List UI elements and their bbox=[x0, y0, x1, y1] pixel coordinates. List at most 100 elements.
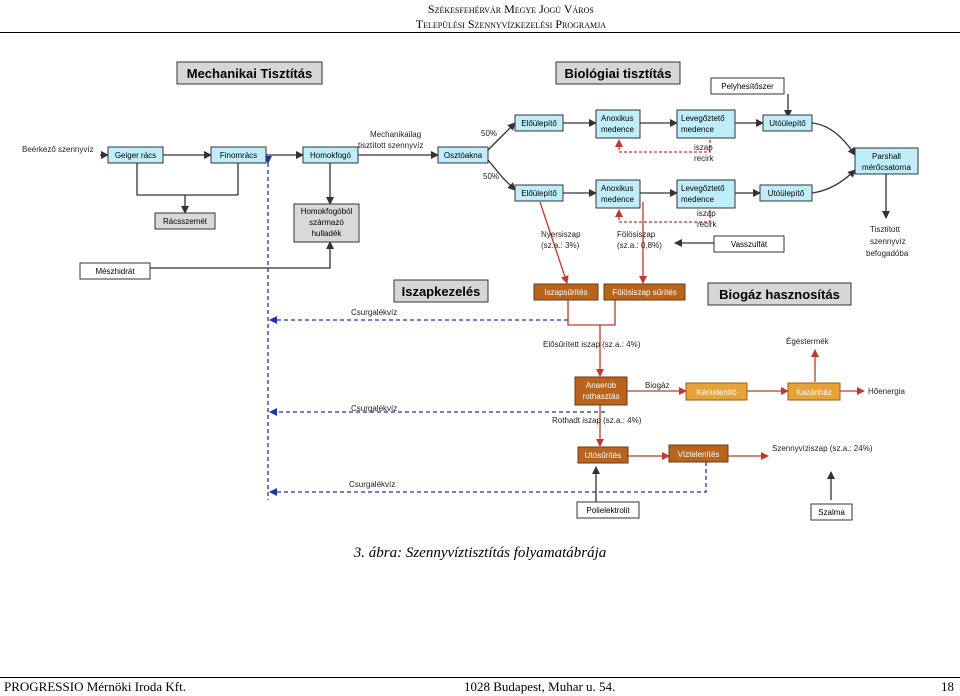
node-screenings: Rácsszemét bbox=[154, 212, 216, 230]
label-recirc-2a: iszap bbox=[697, 209, 716, 218]
header-line-1: Székesfehérvár Megye Jogú Város bbox=[427, 2, 594, 16]
svg-text:Polielektrolit: Polielektrolit bbox=[586, 506, 630, 515]
svg-text:rothasztás: rothasztás bbox=[583, 392, 620, 401]
label-split-pct-1: 50% bbox=[481, 129, 497, 138]
label-digested-sludge: Rothadt iszap (sz.a.: 4%) bbox=[552, 416, 642, 425]
label-raw-sludge-1: Nyersiszap bbox=[541, 230, 581, 239]
svg-text:Levegőztető: Levegőztető bbox=[681, 114, 725, 123]
page-header: Székesfehérvár Megye Jogú Város Települé… bbox=[416, 2, 606, 32]
node-iron-sulfate: Vasszulfát bbox=[713, 235, 785, 253]
header-line-2: Települési Szennyvízkezelési Programja bbox=[415, 17, 606, 31]
svg-text:Utóülepítő: Utóülepítő bbox=[768, 189, 805, 198]
node-post-thickening: Utósűrítés bbox=[577, 446, 629, 464]
node-distribution-chamber: Osztóakna bbox=[437, 146, 489, 164]
svg-text:Iszapkezelés: Iszapkezelés bbox=[402, 284, 481, 299]
label-treated-3: befogadóba bbox=[866, 249, 909, 258]
main-flow-arrows bbox=[100, 94, 890, 516]
svg-text:Kazánház: Kazánház bbox=[796, 388, 832, 397]
label-excess-sludge-1: Fölösiszap bbox=[617, 230, 656, 239]
node-anaerobic-digestion: Anaerob rothasztás bbox=[574, 376, 628, 406]
svg-text:Kéntelenítő: Kéntelenítő bbox=[696, 388, 737, 397]
svg-text:Víztelenítés: Víztelenítés bbox=[678, 450, 720, 459]
label-mech-treated-2: tisztított szennyvíz bbox=[358, 141, 423, 150]
footer-company: PROGRESSIO Mérnöki Iroda Kft. bbox=[4, 679, 186, 694]
node-anoxic-tank-2: Anoxikus medence bbox=[595, 179, 641, 209]
svg-text:Mészhidrát: Mészhidrát bbox=[95, 267, 135, 276]
node-geiger-screen: Geiger rács bbox=[107, 146, 164, 164]
footer-divider bbox=[0, 677, 960, 678]
svg-text:Osztóakna: Osztóakna bbox=[444, 151, 483, 160]
label-biogas: Biogáz bbox=[645, 381, 669, 390]
label-treated-1: Tisztított bbox=[870, 225, 901, 234]
svg-text:medence: medence bbox=[601, 125, 634, 134]
label-dewatered-sludge: Szennyvíziszap (sz.a.: 24%) bbox=[772, 444, 873, 453]
svg-text:Rácsszemét: Rácsszemét bbox=[163, 217, 208, 226]
svg-text:medence: medence bbox=[601, 195, 634, 204]
label-treated-2: szennyvíz bbox=[870, 237, 906, 246]
header-divider bbox=[0, 32, 960, 33]
svg-text:Utósűrítés: Utósűrítés bbox=[585, 451, 621, 460]
node-lime-hydrate: Mészhidrát bbox=[79, 262, 151, 280]
footer-address: 1028 Budapest, Muhar u. 54. bbox=[464, 679, 616, 694]
node-desulfurizer: Kéntelenítő bbox=[685, 382, 748, 401]
section-biological: Biológiai tisztítás bbox=[555, 61, 681, 85]
svg-text:Biogáz hasznosítás: Biogáz hasznosítás bbox=[719, 287, 840, 302]
svg-text:Homokfogóból: Homokfogóból bbox=[301, 207, 353, 216]
section-biogas: Biogáz hasznosítás bbox=[707, 282, 852, 306]
node-aeration-tank-1: Levegőztető medence bbox=[676, 109, 736, 139]
svg-text:Levegőztető: Levegőztető bbox=[681, 184, 725, 193]
svg-text:Mechanikai Tisztítás: Mechanikai Tisztítás bbox=[187, 66, 312, 81]
section-mechanical: Mechanikai Tisztítás bbox=[176, 61, 323, 85]
node-parshall-flume: Parshall mérőcsatorna bbox=[854, 147, 919, 175]
svg-text:mérőcsatorna: mérőcsatorna bbox=[862, 163, 911, 172]
label-return-liquor-1: Csurgalékvíz bbox=[351, 308, 397, 317]
svg-text:Iszapsűrítés: Iszapsűrítés bbox=[544, 288, 587, 297]
node-primary-clarifier-2: Előülepítő bbox=[514, 184, 564, 202]
svg-text:Vasszulfát: Vasszulfát bbox=[731, 240, 768, 249]
node-primary-clarifier-1: Előülepítő bbox=[514, 114, 564, 132]
svg-text:medence: medence bbox=[681, 195, 714, 204]
node-dewatering: Víztelenítés bbox=[668, 444, 729, 463]
svg-text:Anoxikus: Anoxikus bbox=[601, 184, 633, 193]
label-mech-treated-1: Mechanikailag bbox=[370, 130, 421, 139]
svg-text:Utóülepítő: Utóülepítő bbox=[769, 119, 806, 128]
svg-text:Homokfogó: Homokfogó bbox=[310, 151, 351, 160]
label-raw-sludge-2: (sz.a.: 3%) bbox=[541, 241, 580, 250]
node-boiler-house: Kazánház bbox=[787, 382, 841, 401]
node-excess-sludge-thickening: Fölösiszap sűrítés bbox=[603, 283, 686, 301]
label-heat-energy: Hőenergia bbox=[868, 387, 905, 396]
svg-text:Finomrács: Finomrács bbox=[220, 151, 257, 160]
label-recirc-1a: iszap bbox=[694, 143, 713, 152]
svg-text:Pelyhesítőszer: Pelyhesítőszer bbox=[721, 82, 774, 91]
svg-text:származó: származó bbox=[309, 218, 344, 227]
svg-text:Parshall: Parshall bbox=[872, 152, 901, 161]
label-flue-gas: Égéstermék bbox=[786, 337, 830, 346]
footer-page-number: 18 bbox=[941, 679, 954, 694]
svg-text:Előülepítő: Előülepítő bbox=[521, 119, 557, 128]
node-fine-screen: Finomrács bbox=[210, 146, 267, 164]
section-sludge: Iszapkezelés bbox=[393, 279, 489, 303]
label-split-pct-2: 50% bbox=[483, 172, 499, 181]
svg-text:medence: medence bbox=[681, 125, 714, 134]
label-prethickened-sludge: Elősűrített iszap (sz.a.: 4%) bbox=[543, 340, 641, 349]
process-flow-diagram: Mechanikai Tisztítás Biológiai tisztítás… bbox=[22, 61, 919, 521]
node-sludge-thickening: Iszapsűrítés bbox=[533, 283, 599, 301]
node-anoxic-tank-1: Anoxikus medence bbox=[595, 109, 641, 139]
node-secondary-clarifier-2: Utóülepítő bbox=[759, 184, 813, 202]
label-return-liquor-2: Csurgalékvíz bbox=[351, 404, 397, 413]
sludge-flow-arrows bbox=[539, 139, 865, 460]
label-recirc-1b: recirk bbox=[694, 154, 715, 163]
figure-caption: 3. ábra: Szennyvíztisztítás folyamatábrá… bbox=[353, 545, 607, 561]
svg-text:Geiger rács: Geiger rács bbox=[115, 151, 156, 160]
svg-text:Szalma: Szalma bbox=[818, 508, 845, 517]
return-liquor-arrows bbox=[264, 156, 707, 500]
node-sand-waste: Homokfogóból származó hulladék bbox=[293, 203, 360, 243]
node-polyelectrolyte: Polielektrolit bbox=[576, 501, 640, 519]
svg-text:Fölösiszap sűrítés: Fölösiszap sűrítés bbox=[612, 288, 676, 297]
svg-text:Anaerob: Anaerob bbox=[586, 381, 617, 390]
svg-text:Biológiai tisztítás: Biológiai tisztítás bbox=[565, 66, 672, 81]
node-straw: Szalma bbox=[810, 503, 853, 521]
label-incoming-wastewater: Beérkező szennyvíz bbox=[22, 145, 94, 154]
node-sand-trap: Homokfogó bbox=[302, 146, 359, 164]
node-flocculant: Pelyhesítőszer bbox=[710, 77, 785, 95]
